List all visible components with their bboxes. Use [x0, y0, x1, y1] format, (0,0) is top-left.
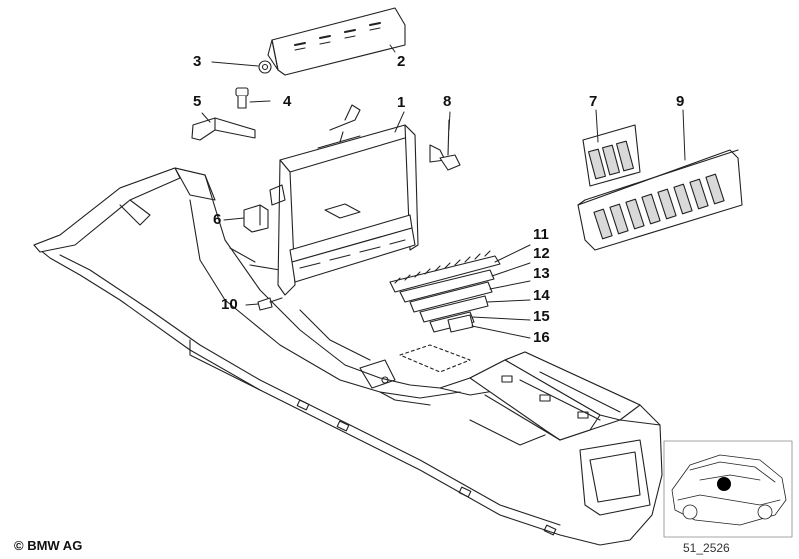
location-marker	[717, 477, 731, 491]
part-4-screw	[235, 87, 249, 109]
callout-9: 9	[676, 93, 685, 110]
callout-14: 14	[533, 287, 550, 304]
callout-15: 15	[533, 308, 550, 325]
callout-4: 4	[283, 93, 292, 110]
copyright-text: © BMW AG	[14, 538, 83, 553]
callout-2: 2	[397, 53, 406, 70]
callout-13: 13	[533, 265, 550, 282]
part-8-screw	[439, 119, 461, 171]
parts-11-16-plates	[389, 250, 501, 333]
part-10-screw	[257, 297, 283, 311]
part-9-switch-panel	[577, 149, 743, 251]
callout-6: 6	[213, 211, 222, 228]
callout-5: 5	[193, 93, 202, 110]
callout-10: 10	[221, 296, 238, 313]
callout-12: 12	[533, 245, 550, 262]
callout-7: 7	[589, 93, 598, 110]
part-3-nut	[258, 60, 272, 74]
part-1-frame	[269, 104, 446, 296]
part-6-clip	[243, 204, 269, 233]
part-7-switch-panel	[582, 124, 641, 187]
diagram-reference: 51_2526	[683, 541, 730, 555]
callout-1: 1	[397, 94, 406, 111]
part-2-cover	[267, 7, 406, 76]
callout-16: 16	[533, 329, 550, 346]
leader-lines	[201, 44, 686, 339]
part-5-bracket	[191, 117, 256, 141]
callout-11: 11	[533, 226, 549, 243]
callout-3: 3	[193, 53, 202, 70]
center-console-body	[33, 167, 663, 546]
callout-8: 8	[443, 93, 452, 110]
